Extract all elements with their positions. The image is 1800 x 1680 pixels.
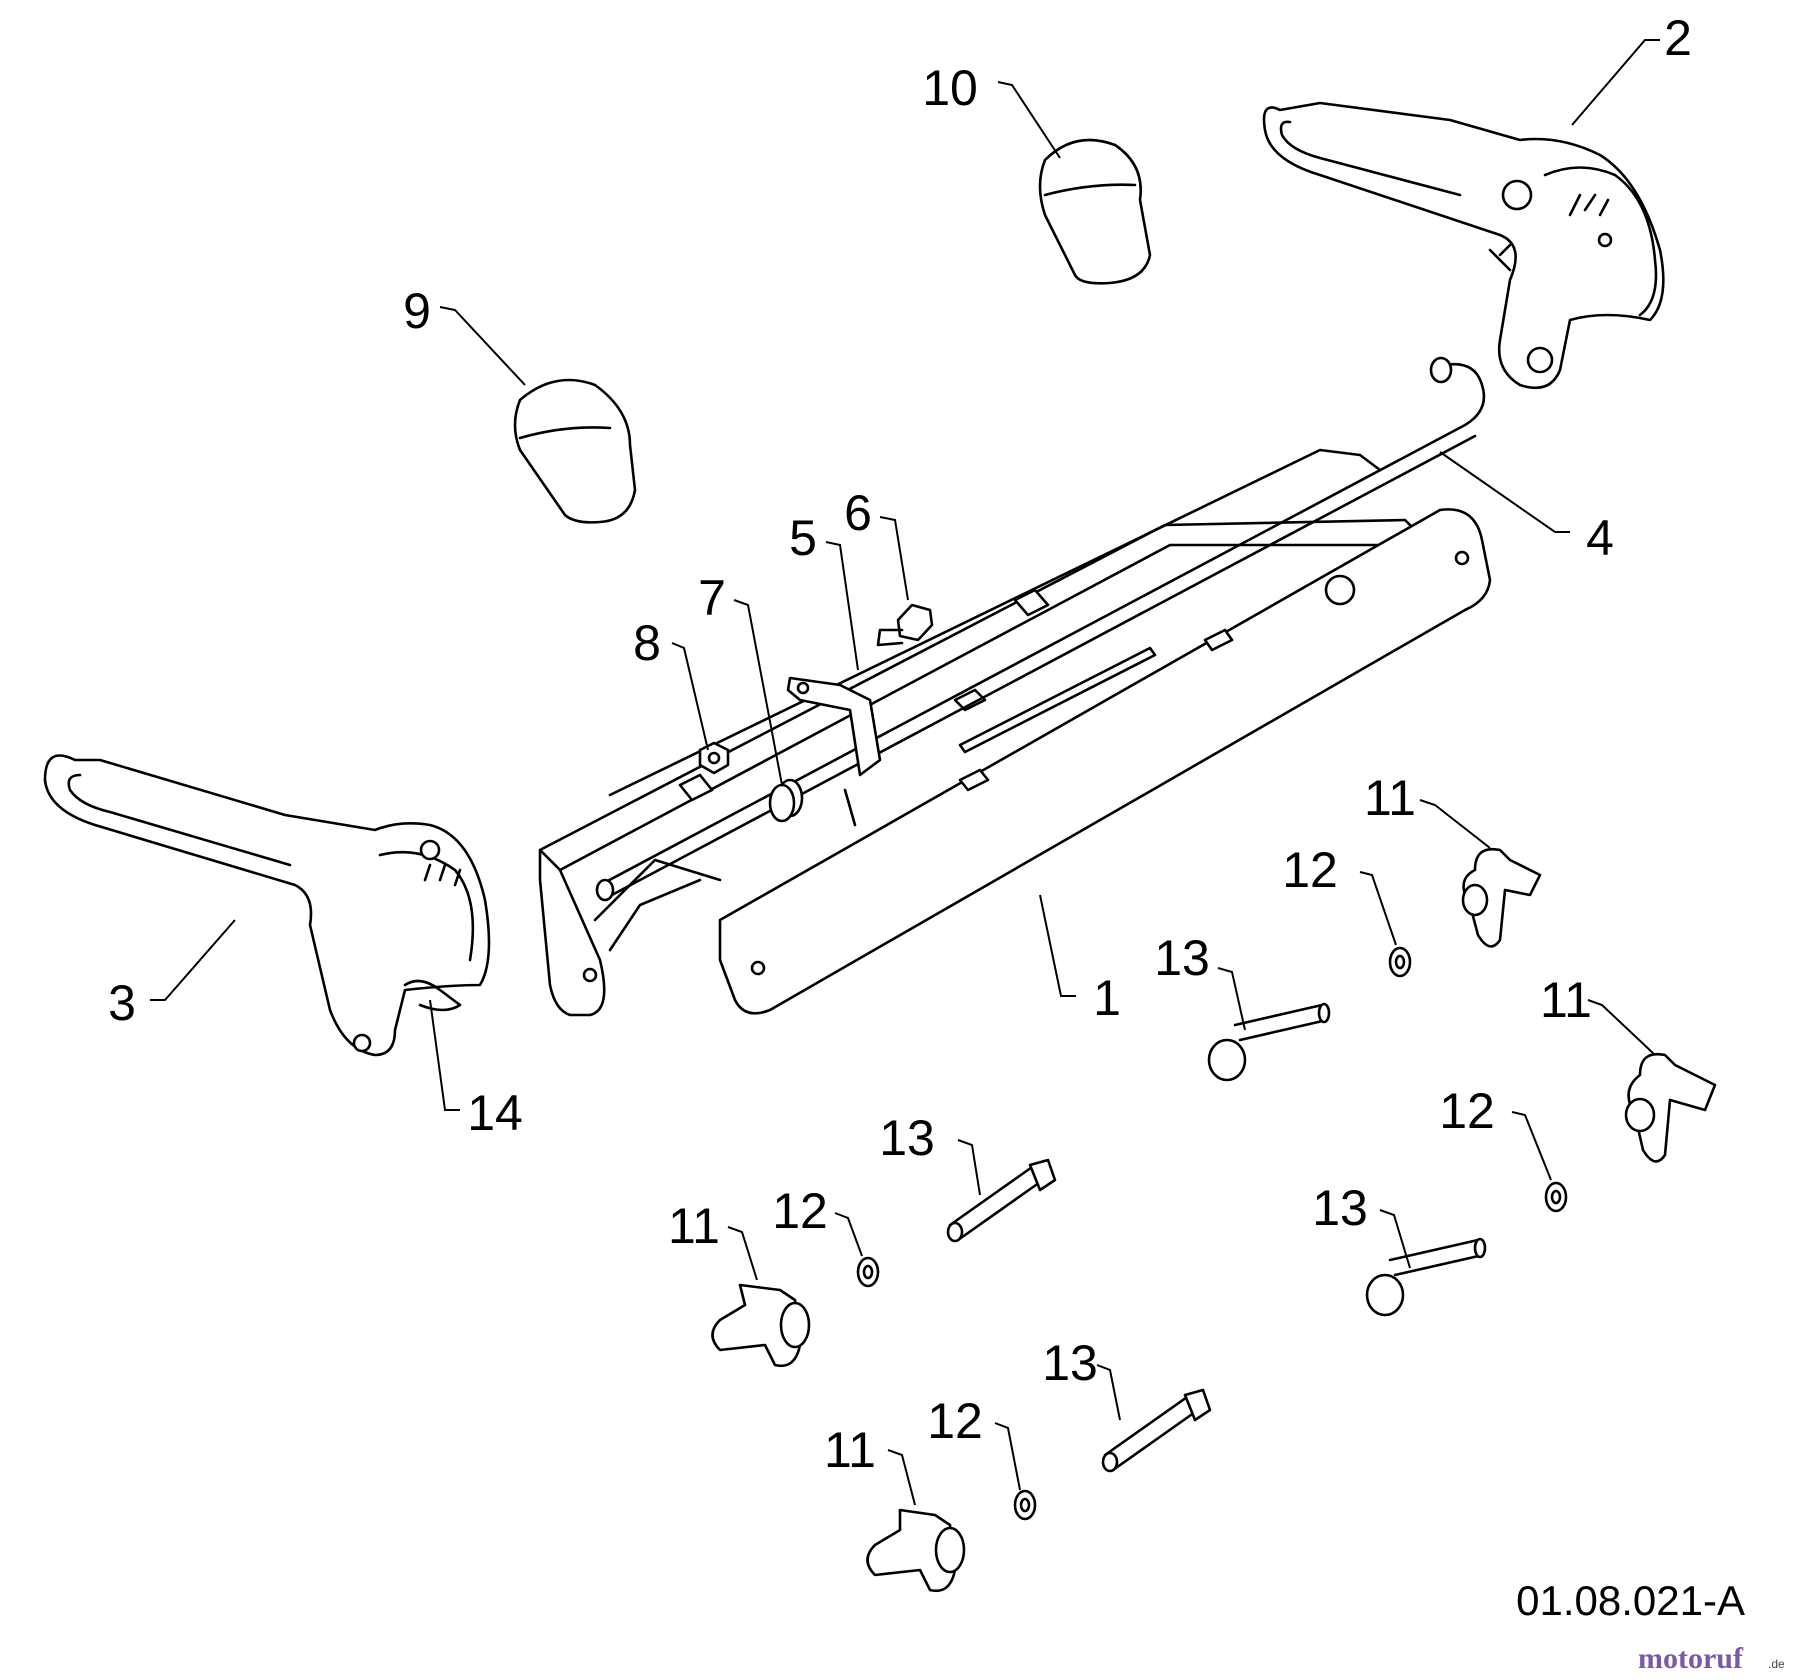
- hex-bolt: [876, 603, 934, 647]
- star-knob-3: [711, 1283, 811, 1368]
- right-adjustment-lever: [1262, 101, 1665, 390]
- spacer-bushing: [768, 778, 804, 823]
- washer-1: [1388, 946, 1412, 978]
- callout-11-c: 11: [668, 1198, 720, 1254]
- callout-11-d: 11: [824, 1422, 876, 1478]
- watermark-text: motoruf: [1638, 1642, 1744, 1675]
- callout-13-c: 13: [879, 1110, 935, 1166]
- callout-13-a: 13: [1154, 930, 1210, 986]
- washer-2: [1544, 1181, 1568, 1213]
- callout-1: 1: [1093, 970, 1121, 1026]
- hairpin-clip: [403, 979, 462, 1012]
- star-knob-4: [866, 1508, 966, 1593]
- callout-12-d: 12: [927, 1393, 983, 1449]
- callout-2: 2: [1664, 10, 1692, 66]
- callout-5: 5: [789, 510, 817, 566]
- watermark-logo: motoruf .de: [1638, 1642, 1785, 1675]
- callout-12-c: 12: [772, 1183, 828, 1239]
- callout-11-a: 11: [1364, 770, 1416, 826]
- callout-9: 9: [403, 283, 431, 339]
- callout-11-b: 11: [1540, 972, 1592, 1028]
- callout-14: 14: [467, 1085, 523, 1141]
- carriage-bolt-2: [1365, 1237, 1487, 1317]
- callout-6: 6: [844, 485, 872, 541]
- carriage-bolt-1: [1207, 1002, 1331, 1082]
- callout-3: 3: [108, 975, 136, 1031]
- callout-8: 8: [633, 615, 661, 671]
- pivot-bracket: [786, 676, 882, 827]
- seat-rail-frame: [538, 448, 1492, 1017]
- callout-13-d: 13: [1042, 1335, 1098, 1391]
- star-knob-2: [1624, 1052, 1717, 1163]
- adjustment-rod: [595, 356, 1486, 902]
- drawing-code: 01.08.021-A: [1516, 1577, 1745, 1624]
- lever-knob-right: [1038, 138, 1152, 285]
- hex-nut: [698, 741, 730, 775]
- carriage-bolt-4: [1101, 1388, 1212, 1473]
- callout-7: 7: [698, 570, 726, 626]
- callout-10: 10: [922, 60, 978, 116]
- callout-13-b: 13: [1312, 1180, 1368, 1236]
- callout-12-a: 12: [1282, 842, 1338, 898]
- callout-4: 4: [1586, 510, 1614, 566]
- callout-12-b: 12: [1439, 1083, 1495, 1139]
- carriage-bolt-3: [946, 1158, 1057, 1243]
- watermark-suffix: .de: [1768, 1657, 1785, 1671]
- leader-lines: [150, 39, 1660, 1506]
- callout-labels: 2 10 9 4 5 6 7 8 1 3 14 11 12 13 11 12 1…: [108, 10, 1692, 1478]
- washer-4: [1013, 1489, 1037, 1521]
- star-knob-1: [1461, 847, 1542, 948]
- left-adjustment-lever: [43, 754, 491, 1057]
- lever-knob-left: [513, 378, 637, 524]
- washer-3: [856, 1256, 880, 1288]
